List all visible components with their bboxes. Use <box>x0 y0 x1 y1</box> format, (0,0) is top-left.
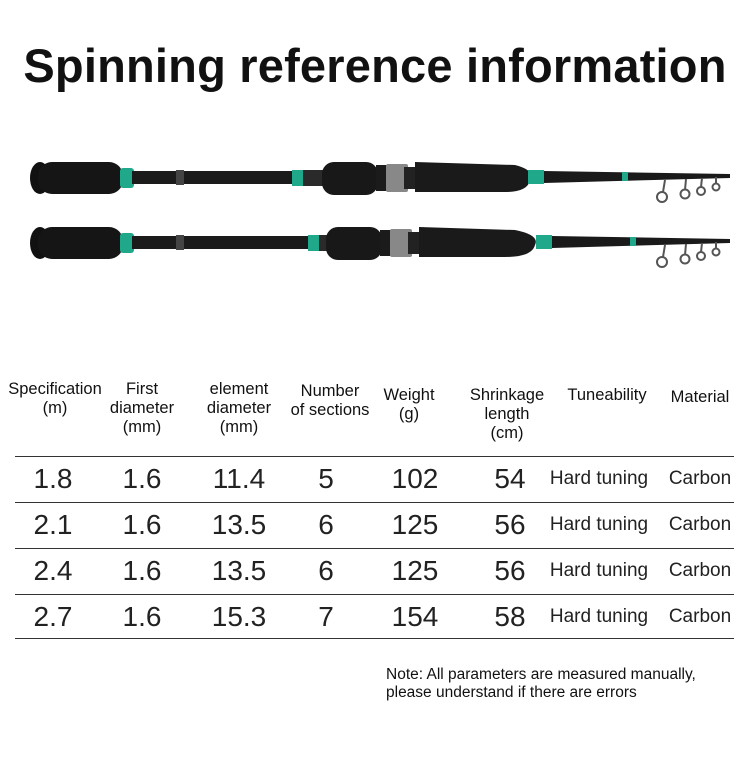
table-row: 1.8 1.6 11.4 5 102 54 Hard tuning Carbon <box>0 456 750 502</box>
cell-material: Carbon <box>668 560 732 581</box>
header-line: of sections <box>290 401 370 419</box>
page-title: Spinning reference information <box>23 39 727 92</box>
header-material: Material <box>660 388 740 407</box>
header-line: (m) <box>42 399 68 417</box>
header-tuneability: Tuneability <box>556 386 658 405</box>
table-header: Specification (m) First diameter (mm) el… <box>0 378 750 448</box>
header-line: diameter <box>206 399 272 417</box>
header-number-of-sections: Number of sections <box>284 382 376 420</box>
header-line: (mm) <box>219 418 259 436</box>
cell-first-diameter: 1.6 <box>122 555 162 586</box>
rod-top <box>30 162 730 203</box>
row-divider <box>15 638 734 639</box>
row-divider <box>15 594 734 595</box>
cell-sections: 6 <box>318 509 334 540</box>
note-line: please understand if there are errors <box>386 684 637 701</box>
cell-shrinkage-length: 54 <box>494 463 526 494</box>
note-line: Note: All parameters are measured manual… <box>386 666 696 683</box>
cell-specification: 2.7 <box>33 601 73 632</box>
cell-first-diameter: 1.6 <box>122 463 162 494</box>
cell-material: Carbon <box>668 468 732 489</box>
cell-element-diameter: 11.4 <box>212 463 266 494</box>
cell-specification: 1.8 <box>33 463 73 494</box>
cell-first-diameter: 1.6 <box>122 601 162 632</box>
cell-material: Carbon <box>668 514 732 535</box>
cell-weight: 125 <box>391 509 439 540</box>
cell-shrinkage-length: 56 <box>494 509 526 540</box>
header-line: Tuneability <box>567 386 647 404</box>
cell-element-diameter: 13.5 <box>211 555 267 586</box>
header-specification: Specification (m) <box>2 380 108 418</box>
cell-shrinkage-length: 56 <box>494 555 526 586</box>
header-line: (mm) <box>122 418 162 436</box>
cell-specification: 2.1 <box>33 509 73 540</box>
header-line: length <box>484 405 530 423</box>
cell-element-diameter: 15.3 <box>211 601 267 632</box>
header-line: Weight <box>383 386 435 404</box>
cell-tuneability: Hard tuning <box>549 468 649 489</box>
cell-shrinkage-length: 58 <box>494 601 526 632</box>
table-row: 2.4 1.6 13.5 6 125 56 Hard tuning Carbon <box>0 548 750 594</box>
cell-weight: 154 <box>391 601 439 632</box>
header-line: Specification <box>8 380 102 398</box>
cell-weight: 102 <box>391 463 439 494</box>
header-line: First <box>125 380 159 398</box>
header-line: Number <box>300 382 360 400</box>
rod-bottom <box>30 227 730 268</box>
cell-element-diameter: 13.5 <box>211 509 267 540</box>
row-divider <box>15 456 734 457</box>
header-weight: Weight (g) <box>376 386 442 424</box>
cell-first-diameter: 1.6 <box>122 509 162 540</box>
header-shrinkage-length: Shrinkage length (cm) <box>460 386 554 443</box>
cell-sections: 5 <box>318 463 334 494</box>
header-line: element <box>209 380 269 398</box>
header-first-diameter: First diameter (mm) <box>100 380 184 437</box>
header-line: diameter <box>109 399 175 417</box>
header-line: (g) <box>398 405 420 423</box>
cell-specification: 2.4 <box>33 555 73 586</box>
cell-sections: 7 <box>318 601 334 632</box>
cell-tuneability: Hard tuning <box>549 606 649 627</box>
header-line: Shrinkage <box>469 386 545 404</box>
header-element-diameter: element diameter (mm) <box>196 380 282 437</box>
row-divider <box>15 502 734 503</box>
table-row: 2.1 1.6 13.5 6 125 56 Hard tuning Carbon <box>0 502 750 548</box>
table-row: 2.7 1.6 15.3 7 154 58 Hard tuning Carbon <box>0 594 750 640</box>
row-divider <box>15 548 734 549</box>
cell-sections: 6 <box>318 555 334 586</box>
cell-tuneability: Hard tuning <box>549 514 649 535</box>
note-text: Note: All parameters are measured manual… <box>386 666 696 702</box>
header-line: (cm) <box>490 424 524 442</box>
fishing-rods-image <box>30 162 730 268</box>
header-line: Material <box>670 388 730 406</box>
cell-material: Carbon <box>668 606 732 627</box>
cell-weight: 125 <box>391 555 439 586</box>
cell-tuneability: Hard tuning <box>549 560 649 581</box>
